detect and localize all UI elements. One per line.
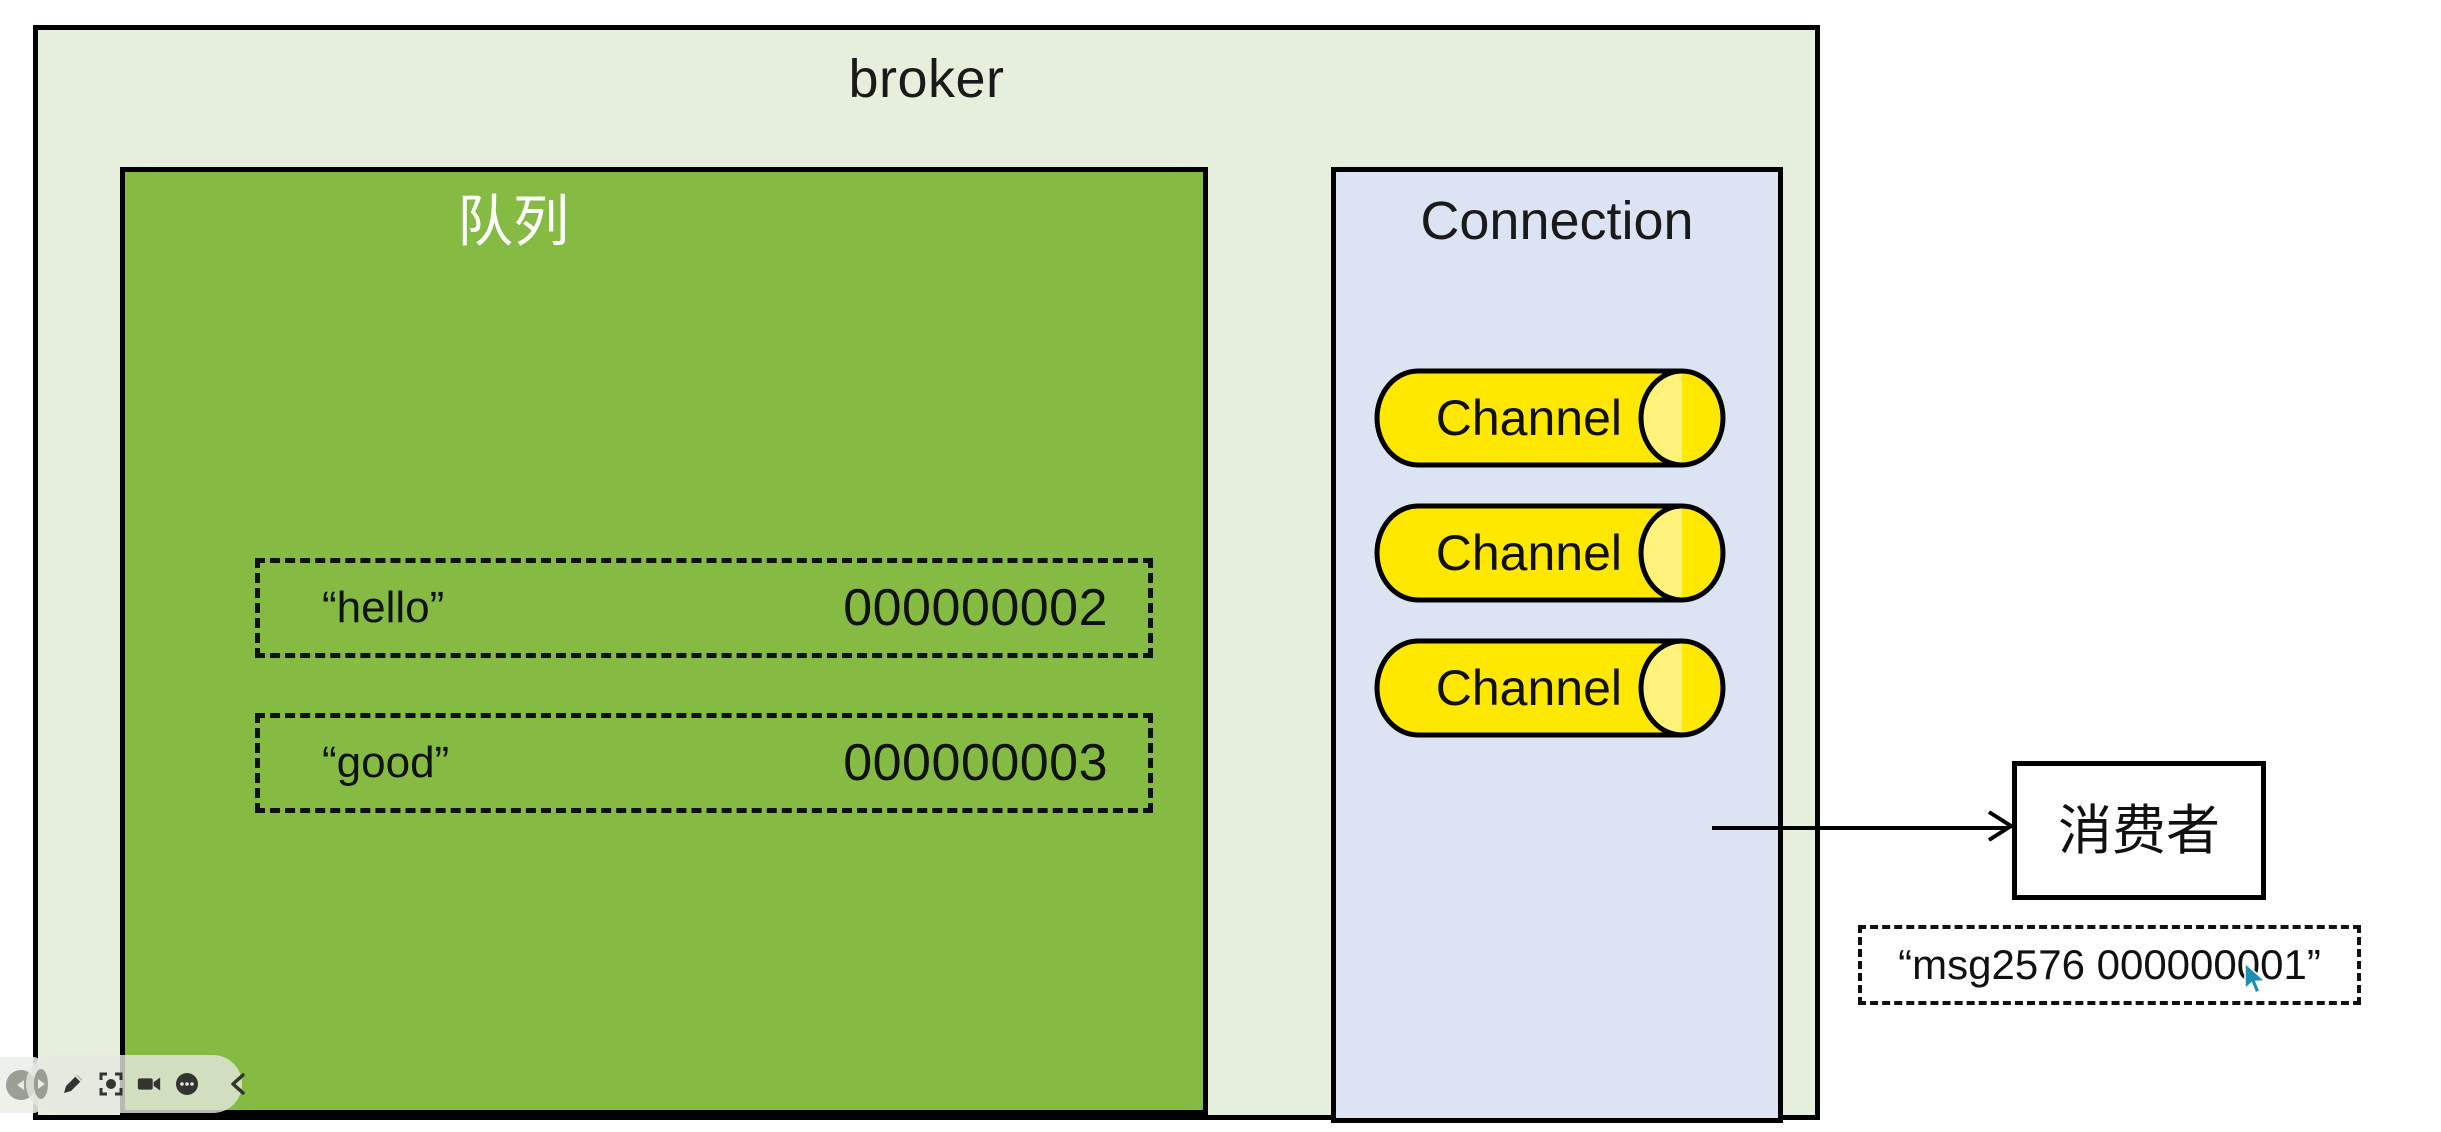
consumer-box: 消费者 — [2012, 761, 2266, 900]
delivered-message-text: “msg2576 000000001” — [1898, 941, 2321, 988]
queue-title: 队列 — [457, 190, 570, 253]
channel-cylinder-2: Channel — [1374, 503, 1726, 603]
chevron-left-icon[interactable] — [228, 1071, 250, 1097]
connection-container: Connection Channel Channel — [1331, 167, 1783, 1123]
screenshot-icon[interactable] — [98, 1071, 124, 1097]
connection-title: Connection — [1420, 191, 1694, 251]
video-camera-icon[interactable] — [136, 1071, 162, 1097]
queue-message-row: “hello” 000000002 — [255, 558, 1153, 658]
channel-cylinder-1: Channel — [1374, 368, 1726, 468]
broker-title: broker — [848, 49, 1005, 109]
screen-recorder-toolbar[interactable] — [26, 1055, 245, 1113]
delivered-message-box: “msg2576 000000001” — [1858, 925, 2361, 1005]
pen-icon[interactable] — [60, 1071, 86, 1097]
channel-to-consumer-arrow-line — [1712, 826, 2008, 830]
play-triangle-icon[interactable] — [34, 1069, 48, 1099]
more-dots-icon[interactable] — [174, 1071, 200, 1097]
queue-message-row: “good” 000000003 — [255, 713, 1153, 813]
queue-container: 队列 “hello” 000000002 “good” 000000003 — [120, 167, 1208, 1115]
broker-container: broker 队列 “hello” 000000002 “good” 00000… — [33, 25, 1820, 1123]
channel-cylinder-3: Channel — [1374, 638, 1726, 738]
queue-message-label: “hello” — [322, 583, 445, 632]
queue-message-label: “good” — [322, 738, 450, 787]
queue-message-id: 000000002 — [843, 579, 1108, 637]
consumer-label: 消费者 — [2058, 800, 2220, 861]
queue-message-id: 000000003 — [843, 734, 1108, 792]
